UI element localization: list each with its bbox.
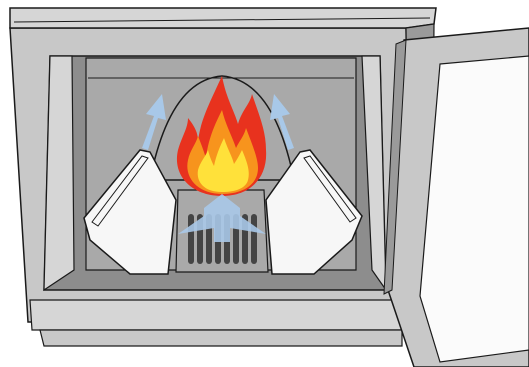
open-door-icon <box>383 27 529 367</box>
stove-base <box>29 299 409 331</box>
arrow-up-right-icon <box>270 94 294 150</box>
firebox-pillar-left <box>43 55 75 292</box>
door-glass <box>419 55 529 363</box>
grate-bar <box>251 214 257 264</box>
baffle-right-rail <box>303 155 357 223</box>
baffle-left-rail <box>91 155 149 227</box>
airflow <box>142 94 294 242</box>
baffles <box>83 149 363 275</box>
baffle-right <box>265 149 363 275</box>
stove-top-line <box>13 17 431 23</box>
grate-bar <box>188 214 194 264</box>
door-edge <box>383 39 407 295</box>
baffle-left <box>83 149 177 275</box>
stove-base-lower <box>39 329 403 347</box>
stove-top-edge <box>9 7 437 29</box>
arrow-up-left-icon <box>142 94 166 150</box>
arrow-up-icon <box>178 194 266 242</box>
fire-flame-icon <box>176 76 267 196</box>
flame-inner <box>197 138 249 192</box>
